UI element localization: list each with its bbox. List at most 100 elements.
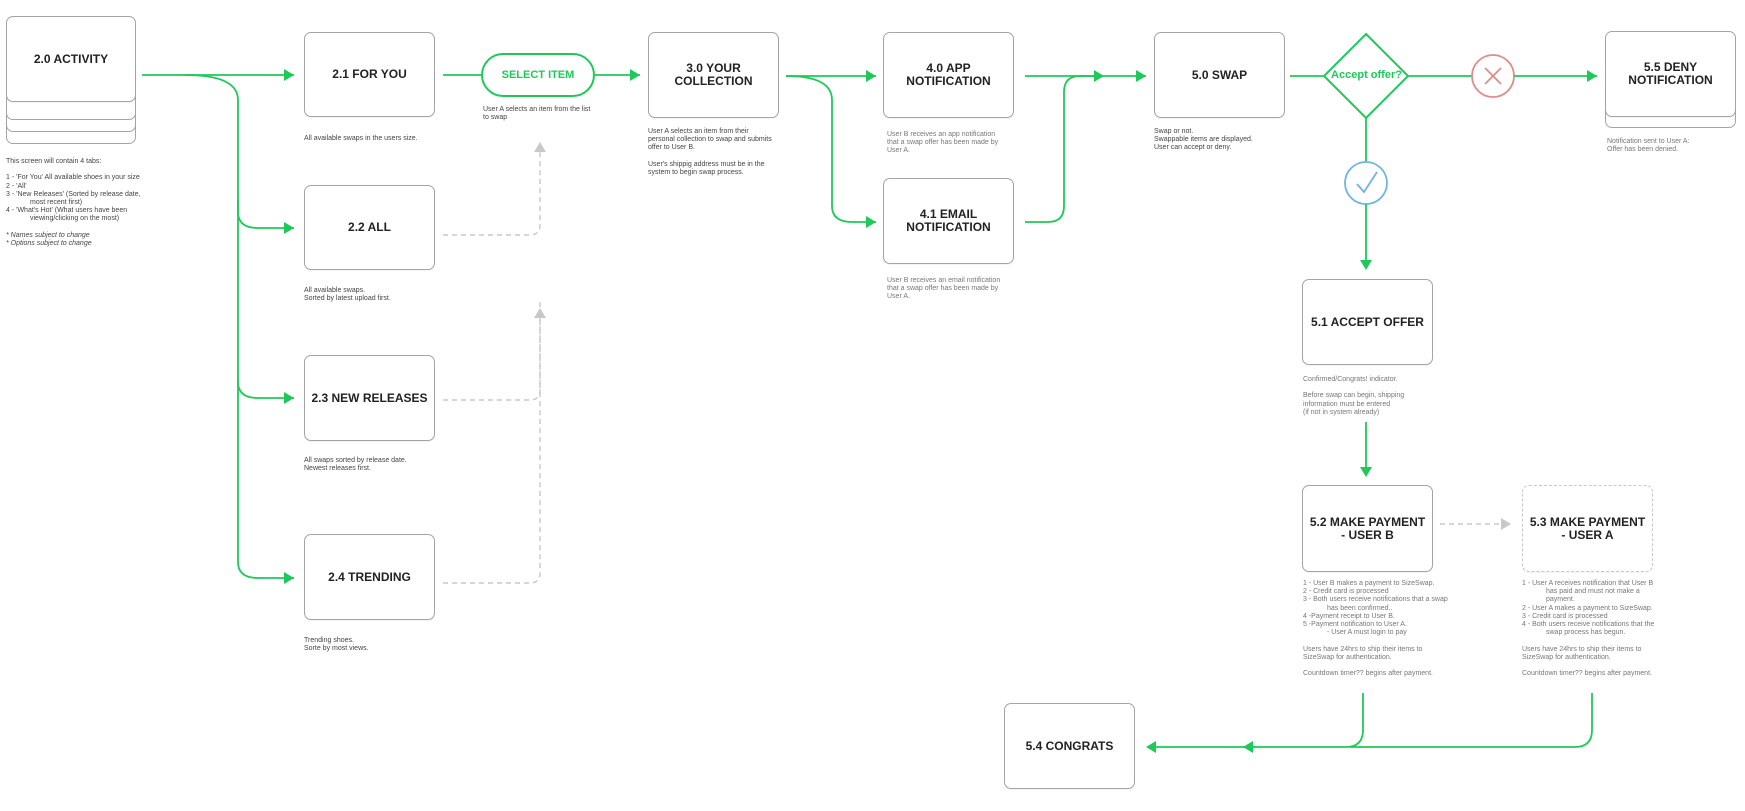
note-line: Countdown timer?? begins after payment.: [1522, 670, 1652, 678]
make-payment-b-title: 5.2 MAKE PAYMENT - USER B: [1309, 514, 1426, 542]
note-line: [1522, 637, 1654, 645]
note-line: Confirmed/Congrats! indicator.: [1303, 376, 1398, 383]
make-payment-a-box[interactable]: 5.3 MAKE PAYMENT - USER A: [1522, 485, 1653, 572]
note-line: Users have 24hrs to ship their items to: [1303, 645, 1423, 653]
swap-box[interactable]: 5.0 SWAP: [1154, 32, 1285, 118]
note-line: most recent first): [30, 199, 83, 207]
note-line: Offer has been denied.: [1607, 146, 1679, 154]
email-notification-box[interactable]: 4.1 EMAIL NOTIFICATION: [883, 178, 1014, 264]
note-line: * Names subject to change: [6, 231, 90, 239]
note-line: User B receives an app notification: [887, 131, 996, 138]
new-releases-box[interactable]: 2.3 NEW RELEASES: [304, 355, 435, 441]
accept-circle: [1344, 161, 1388, 205]
activity-box[interactable]: 2.0 ACTIVITY: [6, 16, 136, 102]
note-line: [6, 224, 141, 232]
for-you-box[interactable]: 2.1 FOR YOU: [304, 32, 435, 117]
arrow-congrats-join: [1243, 741, 1253, 753]
swap-note: Swap or not.Swappable items are displaye…: [1154, 128, 1253, 153]
note-line: 2 - User A makes a payment to SizeSwap.: [1522, 604, 1653, 612]
accept-offer-note: Confirmed/Congrats! indicator. Before sw…: [1303, 376, 1404, 417]
note-line: swap process has begun.: [1546, 629, 1626, 637]
note-line: 5 -Payment notification to User A.: [1303, 621, 1407, 629]
connector-payment-a-congrats: [1350, 693, 1593, 748]
note-line: User A.: [887, 293, 910, 301]
note-line: [648, 153, 772, 161]
congrats-title: 5.4 CONGRATS: [1025, 738, 1114, 753]
connector-collection-email: [785, 75, 876, 223]
note-line: Newest releases first.: [304, 465, 371, 473]
note-line: Before swap can begin, shipping: [1303, 392, 1405, 400]
note-line: User A selects an item from their: [648, 128, 749, 135]
note-line: User A.: [887, 147, 910, 155]
deny-note: Notification sent to User A:Offer has be…: [1607, 138, 1689, 154]
payment-b-note: 1 - User B makes a payment to SizeSwap.2…: [1303, 580, 1448, 678]
connector-activity-trending: [237, 380, 294, 579]
congrats-box[interactable]: 5.4 CONGRATS: [1004, 703, 1135, 789]
for-you-title: 2.1 FOR YOU: [332, 67, 407, 81]
deny-notification-box[interactable]: 5.5 DENY NOTIFICATION: [1605, 31, 1736, 117]
collection-title: 3.0 YOUR COLLECTION: [674, 61, 753, 88]
note-line: information must be entered: [1303, 400, 1391, 408]
trending-note: Trending shoes.Sorte by most views.: [304, 637, 369, 653]
note-line: Countdown timer?? begins after payment.: [1303, 670, 1433, 678]
arrow-new-releases: [284, 392, 294, 404]
arrow-for-you: [284, 69, 294, 81]
arrow-trending: [284, 572, 294, 584]
make-payment-b-box[interactable]: 5.2 MAKE PAYMENT - USER B: [1302, 485, 1433, 572]
accept-offer-title: 5.1 ACCEPT OFFER: [1311, 314, 1424, 329]
x-icon: [1484, 67, 1502, 85]
select-item-pill[interactable]: SELECT ITEM: [481, 53, 595, 97]
arrow-app-notification: [866, 70, 876, 82]
app-notification-box[interactable]: 4.0 APP NOTIFICATION: [883, 32, 1014, 118]
note-line: 4 - Both users receive notifications tha…: [1522, 621, 1655, 629]
all-box[interactable]: 2.2 ALL: [304, 185, 435, 270]
note-line: SizeSwap for authentication.: [1522, 653, 1611, 661]
connector-new-releases-select-dashed: [443, 318, 541, 401]
connector-all-select-dashed: [443, 150, 541, 236]
note-line: 4 -Payment receipt to User B.: [1303, 612, 1395, 620]
note-line: Trending shoes.: [304, 637, 354, 644]
payment-a-note: 1 - User A receives notification that Us…: [1522, 580, 1654, 678]
note-line: personal collection to swap and submits: [648, 136, 772, 144]
email-notification-title: 4.1 EMAIL NOTIFICATION: [906, 207, 991, 234]
arrow-make-payment-a: [1501, 518, 1511, 530]
arrow-swap: [1136, 70, 1146, 82]
note-line: (if not in system already): [1303, 408, 1380, 416]
note-line: User B receives an email notification: [887, 277, 1001, 284]
arrow-deny-notification: [1587, 70, 1597, 82]
all-title: 2.2 ALL: [348, 220, 391, 234]
accept-offer-decision-label: Accept offer?: [1331, 69, 1402, 81]
note-line: User can accept or deny.: [1154, 144, 1232, 152]
activity-note: This screen will contain 4 tabs: 1 - 'Fo…: [6, 158, 141, 248]
arrow-congrats: [1146, 741, 1156, 753]
new-releases-note: All swaps sorted by release date.Newest …: [304, 457, 407, 473]
note-line: 3 - Credit card is processed: [1522, 612, 1608, 620]
connector-email-swap: [1025, 75, 1096, 223]
new-releases-title: 2.3 NEW RELEASES: [311, 390, 428, 405]
accept-offer-box[interactable]: 5.1 ACCEPT OFFER: [1302, 279, 1433, 365]
note-line: that a swap offer has been made by: [887, 139, 999, 147]
trending-box[interactable]: 2.4 TRENDING: [304, 534, 435, 620]
swap-title: 5.0 SWAP: [1191, 67, 1248, 82]
collection-box[interactable]: 3.0 YOUR COLLECTION: [648, 32, 779, 118]
note-line: SizeSwap for authentication.: [1303, 653, 1392, 661]
arrow-swap-join: [1094, 70, 1104, 82]
note-line: 2 - Credit card is processed: [1303, 588, 1389, 596]
deny-notification-title: 5.5 DENY NOTIFICATION: [1628, 60, 1713, 87]
note-line: This screen will contain 4 tabs:: [6, 158, 102, 165]
note-line: that a swap offer has been made by: [887, 285, 999, 293]
arrow-collection: [630, 69, 640, 81]
all-note: All available swaps.Sorted by latest upl…: [304, 287, 391, 303]
app-notification-title: 4.0 APP NOTIFICATION: [906, 61, 991, 88]
note-line: All swaps sorted by release date.: [304, 457, 407, 464]
note-line: to swap: [483, 114, 508, 122]
note-line: User A selects an item from the list: [483, 106, 591, 113]
note-line: [6, 166, 141, 174]
note-line: 1 - User A receives notification that Us…: [1522, 580, 1654, 587]
note-line: 1 - User B makes a payment to SizeSwap.: [1303, 580, 1435, 587]
arrow-email-notification: [866, 216, 876, 228]
